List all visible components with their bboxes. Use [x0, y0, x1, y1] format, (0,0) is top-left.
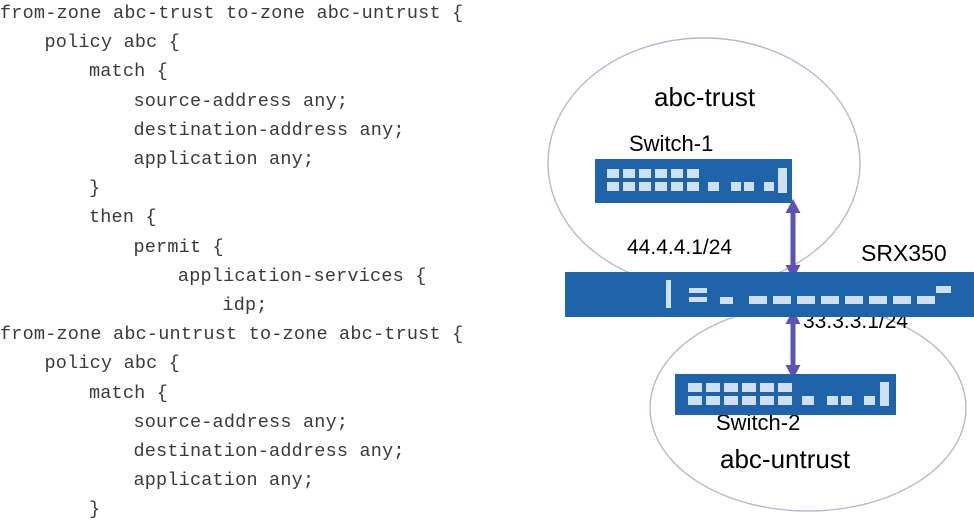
switch-2-port — [742, 383, 756, 392]
srx350-port — [917, 296, 935, 304]
srx350-port — [821, 296, 839, 304]
device-switch-2[interactable] — [675, 374, 896, 415]
srx350-port — [869, 296, 887, 304]
switch-2-port — [706, 383, 720, 392]
device-srx350[interactable] — [565, 272, 974, 317]
network-topology-diagram: abc-trust Switch-1 44.4.4.1/24 SRX350 33… — [520, 0, 974, 524]
config-line: source-address any; — [133, 411, 349, 433]
config-line: destination-address any; — [133, 441, 405, 462]
srx350-divider — [666, 280, 671, 308]
switch-1-chassis — [595, 159, 792, 203]
srx350-port — [749, 296, 767, 304]
srx350-status-led — [936, 286, 951, 293]
srx350-port — [797, 296, 815, 304]
config-line: match { — [88, 382, 169, 404]
config-line: permit { — [133, 236, 224, 258]
switch-2-port — [827, 396, 838, 405]
switch-1-port — [639, 169, 651, 178]
link-arrow-trust — [785, 199, 801, 279]
switch-1-port — [731, 182, 741, 191]
node-label-switch-1: Switch-1 — [629, 131, 714, 156]
config-line: from-zone abc-untrust to-zone abc-trust … — [0, 324, 464, 346]
config-line: match { — [88, 61, 169, 83]
config-line: destination-address any; — [133, 119, 405, 141]
switch-1-port — [639, 182, 651, 191]
switch-1-port — [623, 182, 635, 191]
srx350-chassis — [565, 272, 974, 317]
switch-1-port — [623, 169, 635, 178]
srx350-indicator — [689, 288, 707, 293]
switch-1-port — [744, 182, 754, 191]
switch-2-port — [841, 396, 852, 405]
config-line: application any; — [133, 149, 315, 170]
switch-1-power-module — [778, 168, 787, 193]
config-line: application-services { — [177, 265, 427, 287]
node-label-srx350: SRX350 — [861, 240, 947, 266]
switch-2-port — [778, 383, 792, 392]
switch-1-port — [671, 169, 683, 178]
config-line: then { — [88, 207, 157, 229]
address-label-44-4-4-1-24: 44.4.4.1/24 — [627, 236, 733, 259]
switch-2-port — [760, 396, 774, 405]
switch-2-power-module — [880, 382, 889, 406]
switch-1-port — [687, 182, 699, 191]
switch-2-port — [688, 383, 702, 392]
switch-2-port — [864, 396, 875, 405]
srx350-port — [893, 296, 911, 304]
config-line: idp; — [222, 295, 268, 316]
switch-2-port — [760, 383, 774, 392]
config-line: } — [88, 499, 101, 521]
config-line: from-zone abc-trust to-zone abc-untrust … — [0, 3, 464, 24]
config-line: policy abc { — [44, 32, 181, 54]
config-listing: from-zone abc-trust to-zone abc-untrust … — [0, 3, 464, 520]
device-switch-1[interactable] — [595, 159, 792, 203]
switch-2-port — [742, 396, 756, 405]
switch-1-port — [671, 182, 683, 191]
config-line: source-address any; — [133, 90, 349, 112]
switch-2-port — [688, 396, 702, 405]
switch-1-port — [607, 169, 619, 178]
link-arrow-untrust — [785, 310, 801, 379]
srx350-port — [773, 296, 791, 304]
switch-2-port — [802, 396, 814, 405]
switch-2-port — [724, 396, 738, 405]
srx350-indicator — [720, 297, 733, 304]
config-line: application any; — [133, 470, 315, 492]
switch-2-port — [706, 396, 720, 405]
srx350-port — [845, 296, 863, 304]
config-line: } — [88, 178, 101, 200]
srx350-indicator — [689, 297, 707, 302]
switch-2-port — [724, 383, 738, 392]
switch-1-port — [764, 182, 774, 191]
config-line: policy abc { — [44, 353, 181, 375]
zone-label-abc-untrust: abc-untrust — [720, 444, 851, 474]
zone-label-abc-trust: abc-trust — [654, 82, 756, 112]
switch-1-port — [708, 182, 719, 191]
switch-1-port — [655, 169, 667, 178]
switch-2-port — [778, 396, 792, 405]
switch-1-port — [607, 182, 619, 191]
switch-1-port — [655, 182, 667, 191]
switch-1-port — [687, 169, 699, 178]
switch-2-chassis — [675, 374, 896, 415]
